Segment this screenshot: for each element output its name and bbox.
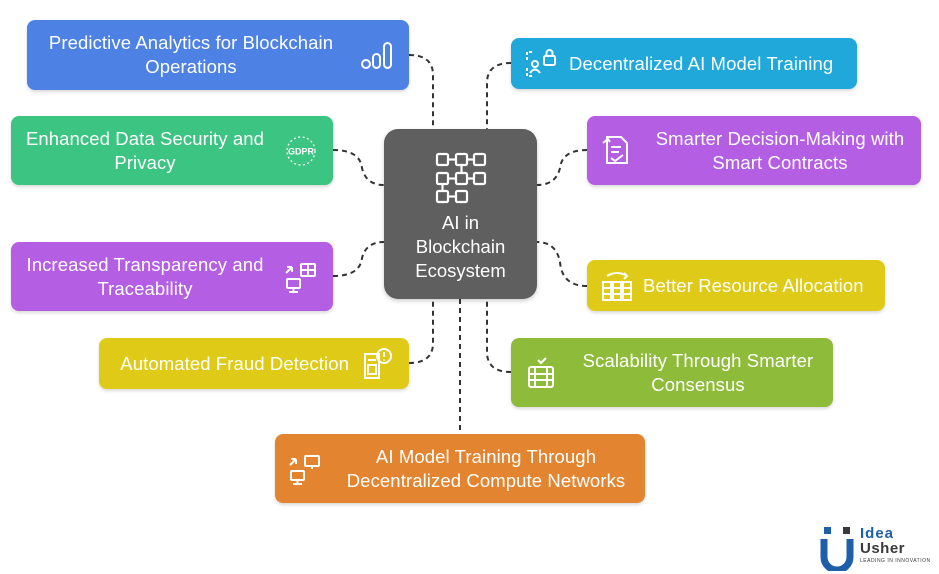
node-label: Enhanced Data Security and Privacy <box>25 127 265 173</box>
node-resource-allocation: Better Resource Allocation <box>587 260 885 311</box>
database-check-icon <box>519 351 563 395</box>
center-title: AI in Blockchain Ecosystem <box>415 212 506 281</box>
node-label: Better Resource Allocation <box>643 274 864 296</box>
center-hub: AI in Blockchain Ecosystem <box>384 129 537 299</box>
data-transfer-icon <box>279 255 323 299</box>
node-scalability: Scalability Through Smarter Consensus <box>511 338 833 407</box>
node-smart-contracts: Smarter Decision-Making with Smart Contr… <box>587 116 921 185</box>
node-compute-networks: AI Model Training Through Decentralized … <box>275 434 645 503</box>
connector-smart-contracts <box>536 149 588 186</box>
node-label: Predictive Analytics for Blockchain Oper… <box>48 32 334 77</box>
svg-text:GDPR: GDPR <box>288 146 315 156</box>
node-data-security: Enhanced Data Security and Privacy GDPR <box>11 116 333 185</box>
node-transparency: Increased Transparency and Traceability <box>11 242 333 311</box>
lock-user-icon <box>519 42 563 86</box>
connector-fraud-detection <box>408 299 434 364</box>
node-fraud-detection: Automated Fraud Detection <box>99 338 409 389</box>
computer-network-icon <box>283 447 327 491</box>
node-label: Increased Transparency and Traceability <box>26 253 264 299</box>
logo-tagline: LEADING IN INNOVATION <box>860 558 931 564</box>
connector-transparency <box>332 241 385 277</box>
logo-mark-icon <box>820 527 854 571</box>
gdpr-icon: GDPR <box>279 129 323 173</box>
connector-predictive-analytics <box>408 54 434 129</box>
connector-decentralized-training <box>486 62 512 129</box>
server-rack-icon <box>595 264 639 308</box>
contract-icon <box>595 129 639 173</box>
brand-logo: Idea Usher LEADING IN INNOVATION <box>820 525 932 571</box>
bar-chart-icon <box>355 33 399 77</box>
node-label: Scalability Through Smarter Consensus <box>582 349 814 395</box>
node-label: Smarter Decision-Making with Smart Contr… <box>655 127 905 173</box>
node-label: AI Model Training Through Decentralized … <box>346 445 626 491</box>
blockchain-blocks-icon <box>435 152 486 204</box>
connector-data-security <box>332 149 385 186</box>
connector-scalability <box>486 299 512 373</box>
alert-document-icon <box>355 342 399 386</box>
node-label: Automated Fraud Detection <box>120 352 349 374</box>
logo-text-idea: Idea <box>860 525 895 542</box>
node-decentralized-training: Decentralized AI Model Training <box>511 38 857 89</box>
connector-resource-allocation <box>536 241 588 287</box>
logo-text-usher: Usher <box>860 540 906 557</box>
node-predictive-analytics: Predictive Analytics for Blockchain Oper… <box>27 20 409 90</box>
node-label: Decentralized AI Model Training <box>569 52 834 74</box>
